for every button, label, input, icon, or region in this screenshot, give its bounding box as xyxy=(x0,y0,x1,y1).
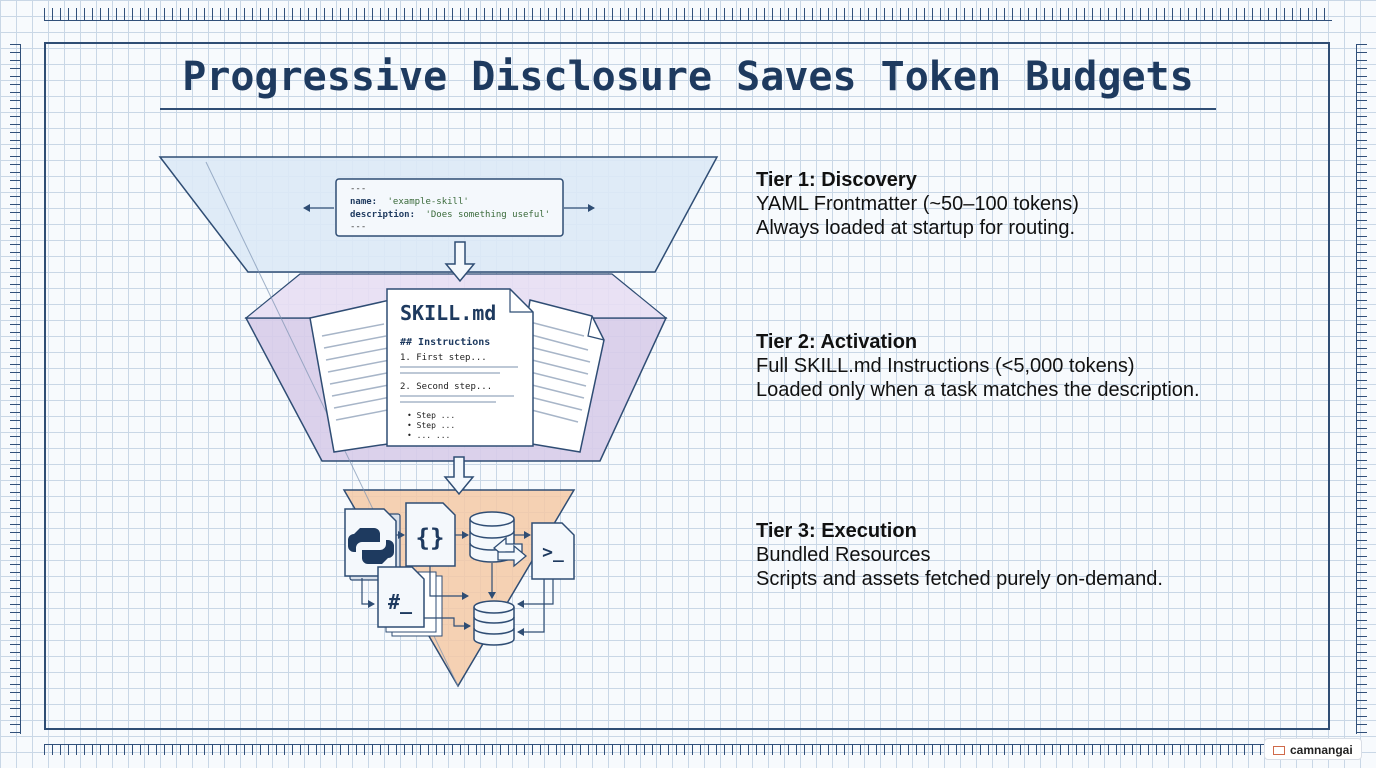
ruler-bottom xyxy=(44,744,1264,755)
tier3-heading: Tier 3: Execution xyxy=(756,520,917,542)
skill-doc-title: SKILL.md xyxy=(400,301,496,325)
skill-doc-bullet3: • ... ... xyxy=(407,431,450,440)
skill-doc-section: ## Instructions xyxy=(400,336,490,348)
frontmatter-dash-bottom: --- xyxy=(350,222,366,232)
skill-md-document: SKILL.md ## Instructions 1. First step..… xyxy=(386,288,534,447)
blueprint-frame xyxy=(44,42,1330,730)
frontmatter-card: --- name: 'example-skill' description: '… xyxy=(303,178,595,237)
frontmatter-desc-key: description: xyxy=(350,209,415,220)
ruler-left xyxy=(10,44,21,734)
down-arrow-tier2 xyxy=(443,456,475,496)
tier3-description: Tier 3: Execution Bundled Resources Scri… xyxy=(756,519,1296,591)
tier3-line1: Bundled Resources xyxy=(756,544,931,566)
tier1-description: Tier 1: Discovery YAML Frontmatter (~50–… xyxy=(756,168,1296,240)
svg-text:name: 'example-skill': name: 'example-skill' xyxy=(350,197,469,207)
skill-doc-bullet1: • Step ... xyxy=(407,411,455,420)
tier2-description: Tier 2: Activation Full SKILL.md Instruc… xyxy=(756,330,1296,402)
ruler-right xyxy=(1356,44,1367,734)
tier3-line2: Scripts and assets fetched purely on-dem… xyxy=(756,568,1163,590)
terminal-glyph: >_ xyxy=(542,542,564,563)
database-icon-small xyxy=(473,600,515,646)
tier1-heading: Tier 1: Discovery xyxy=(756,169,917,191)
watermark-badge[interactable]: camnangai xyxy=(1264,738,1362,760)
tier2-line2: Loaded only when a task matches the desc… xyxy=(756,379,1200,401)
frontmatter-name-value: 'example-skill' xyxy=(388,197,469,207)
resource-connectors xyxy=(361,531,554,636)
page-title: Progressive Disclosure Saves Token Budge… xyxy=(160,54,1216,110)
svg-text:description: 'Does somet: description: 'Does something useful' xyxy=(350,209,550,220)
tier2-heading: Tier 2: Activation xyxy=(756,331,918,353)
skill-doc-step1: 1. First step... xyxy=(400,353,487,363)
json-glyph: {} xyxy=(416,524,445,552)
book-icon xyxy=(1273,746,1285,756)
frontmatter-dash-top: --- xyxy=(350,184,366,194)
down-arrow-tier1 xyxy=(444,241,476,283)
tier1-line2: Always loaded at startup for routing. xyxy=(756,217,1076,239)
tier2-line1: Full SKILL.md Instructions (<5,000 token… xyxy=(756,355,1135,377)
shell-glyph: #_ xyxy=(388,590,413,614)
shell-script-icon: #_ xyxy=(377,566,443,637)
skill-doc-step2: 2. Second step... xyxy=(400,382,492,392)
frontmatter-name-key: name: xyxy=(350,197,377,207)
tier1-line1: YAML Frontmatter (~50–100 tokens) xyxy=(756,193,1079,215)
json-file-icon: {} xyxy=(405,502,456,567)
frontmatter-desc-value: 'Does something useful' xyxy=(425,210,550,220)
skill-doc-bullet2: • Step ... xyxy=(407,421,455,430)
terminal-icon: >_ xyxy=(531,522,575,580)
sync-arrows-icon xyxy=(492,536,528,568)
badge-label: camnangai xyxy=(1290,743,1353,757)
python-icon xyxy=(344,508,401,581)
ruler-top xyxy=(44,8,1332,21)
